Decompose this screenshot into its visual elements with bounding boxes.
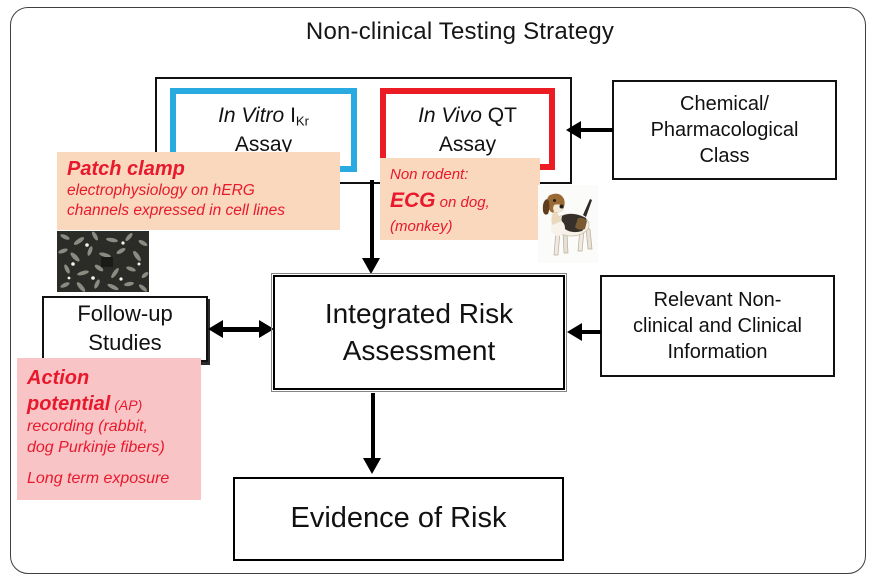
patch-clamp-annotation: Patch clamp electrophysiology on hERG ch… bbox=[57, 152, 340, 230]
ecg-annotation: Non rodent: ECG on dog, (monkey) bbox=[380, 158, 540, 240]
arrow-followup-riskassessment-bidirectional bbox=[208, 319, 274, 339]
integrated-risk-assessment-box: Integrated Risk Assessment bbox=[270, 272, 568, 393]
chemical-pharmacological-class-box: Chemical/ Pharmacological Class bbox=[612, 80, 837, 180]
evidence-of-risk-box: Evidence of Risk bbox=[233, 477, 564, 561]
follow-up-studies-box: Follow-up Studies bbox=[42, 296, 208, 362]
patch-clamp-heading: Patch clamp bbox=[67, 158, 185, 180]
slide-border bbox=[10, 7, 866, 574]
relevant-nonclinical-clinical-information-box: Relevant Non- clinical and Clinical Info… bbox=[600, 275, 835, 377]
arrow-risk-assessment-to-evidence bbox=[363, 393, 383, 475]
arrow-chemical-to-assays bbox=[566, 121, 614, 139]
cell-culture-image bbox=[57, 231, 149, 292]
in-vivo-assay-label-line2: Assay bbox=[438, 132, 497, 156]
in-vitro-assay-label-line1: In Vitro IKr bbox=[218, 104, 309, 129]
in-vivo-assay-label-line1: In Vivo QT bbox=[418, 104, 517, 127]
action-potential-annotation: Action potential (AP) recording (rabbit,… bbox=[17, 358, 201, 500]
left-arrowhead-icon bbox=[566, 121, 581, 139]
ecg-heading: ECG bbox=[390, 188, 436, 212]
down-arrowhead-icon bbox=[363, 458, 381, 474]
down-arrowhead-icon bbox=[362, 258, 380, 274]
in-vivo-qt-assay-box: In Vivo QT Assay bbox=[380, 88, 555, 170]
arrow-assays-to-risk-assessment bbox=[362, 180, 382, 275]
beagle-dog-image bbox=[538, 185, 598, 263]
left-arrowhead-icon bbox=[567, 323, 582, 341]
arrow-relevant-to-risk-assessment bbox=[567, 323, 602, 341]
in-vitro-assay-label-line2: Assay bbox=[234, 132, 293, 156]
diagram-title: Non-clinical Testing Strategy bbox=[305, 18, 615, 45]
right-arrowhead-icon bbox=[259, 320, 274, 338]
left-arrowhead-icon bbox=[208, 320, 223, 338]
action-potential-heading: potential bbox=[27, 393, 111, 415]
